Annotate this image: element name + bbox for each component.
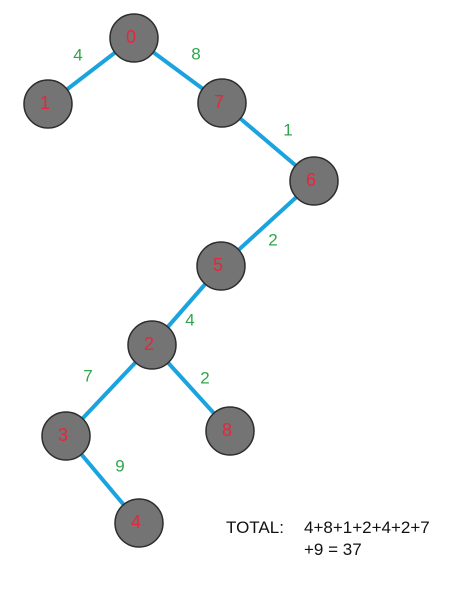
node-2: 2 <box>127 320 177 370</box>
node-label-5: 5 <box>213 255 223 275</box>
edge-weight-7-6: 1 <box>283 121 292 140</box>
total-sum-line-1: 4+8+1+2+4+2+7 <box>304 518 430 537</box>
node-circle-3 <box>41 411 91 461</box>
node-3: 3 <box>41 411 91 461</box>
node-1: 1 <box>23 79 73 129</box>
edge-weight-0-7: 8 <box>191 45 200 64</box>
edge-weight-2-8: 2 <box>200 369 209 388</box>
node-label-8: 8 <box>222 420 232 440</box>
node-circle-6 <box>289 156 339 206</box>
nodes-layer: 0 1 7 6 5 2 3 8 4 <box>23 13 339 548</box>
node-circle-5 <box>196 241 246 291</box>
edges-layer <box>46 36 316 525</box>
node-label-0: 0 <box>126 27 136 47</box>
node-label-1: 1 <box>40 93 50 113</box>
total-label: TOTAL: <box>226 518 284 537</box>
node-4: 4 <box>114 498 164 548</box>
node-label-7: 7 <box>214 92 224 112</box>
node-7: 7 <box>197 78 247 128</box>
node-8: 8 <box>205 406 255 456</box>
node-5: 5 <box>196 241 246 291</box>
edge-weight-2-3: 7 <box>83 367 92 386</box>
node-label-6: 6 <box>306 170 316 190</box>
node-label-2: 2 <box>144 334 154 354</box>
node-circle-4 <box>114 498 164 548</box>
node-label-4: 4 <box>131 512 141 532</box>
edge-weight-0-1: 4 <box>73 46 82 65</box>
total-sum-line-2: +9 = 37 <box>304 540 362 559</box>
node-6: 6 <box>289 156 339 206</box>
node-circle-7 <box>197 78 247 128</box>
node-0: 0 <box>109 13 159 63</box>
edge-weight-3-4: 9 <box>115 457 124 476</box>
node-circle-0 <box>109 13 159 63</box>
edge-weight-6-5: 2 <box>268 231 277 250</box>
node-circle-1 <box>23 79 73 129</box>
edge-weight-5-2: 4 <box>185 311 194 330</box>
node-label-3: 3 <box>58 425 68 445</box>
node-circle-8 <box>205 406 255 456</box>
node-circle-2 <box>127 320 177 370</box>
